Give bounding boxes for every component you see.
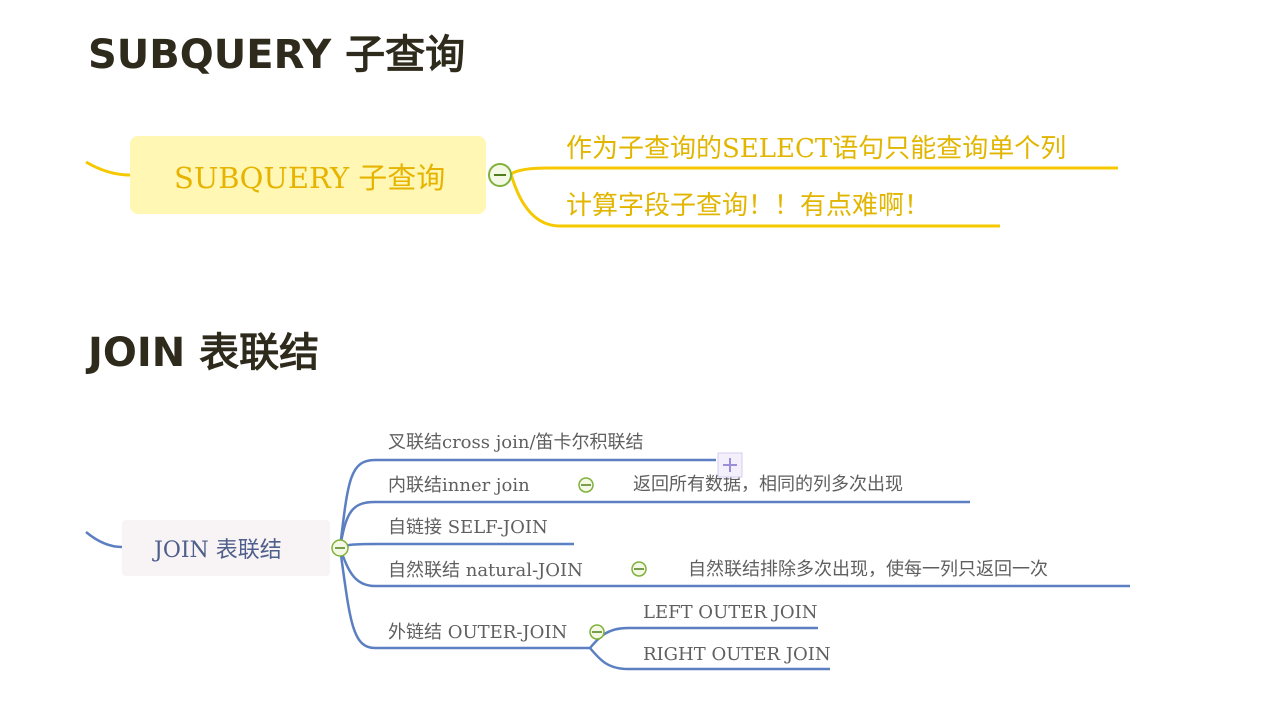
- join-branch-natural-label[interactable]: 自然联结 natural-JOIN: [388, 560, 583, 581]
- join-root-label: JOIN 表联结: [152, 538, 282, 563]
- subquery-mind-map: SUBQUERY 子查询 作为子查询的SELECT语句只能查询单个列 计算字段子…: [85, 134, 1118, 228]
- join-branch-line-inner: [338, 500, 970, 549]
- join-branch-outer-right-label[interactable]: RIGHT OUTER JOIN: [643, 644, 831, 665]
- join-root-collapse-icon[interactable]: [331, 539, 349, 557]
- join-branch-outer-label[interactable]: 外链结 OUTER-JOIN: [388, 622, 567, 643]
- join-section-title: JOIN 表联结: [88, 330, 320, 376]
- join-branch-line-self: [339, 542, 574, 550]
- join-mind-map: JOIN 表联结 叉联结cross join/笛卡尔积联结 内联结inner j…: [85, 432, 1130, 671]
- subquery-branch-2-label[interactable]: 计算字段子查询！！有点难啊！: [566, 191, 930, 221]
- join-inner-collapse-icon[interactable]: [578, 477, 594, 493]
- join-branch-inner-label[interactable]: 内联结inner join: [388, 475, 530, 496]
- join-branch-self-label[interactable]: 自链接 SELF-JOIN: [388, 517, 548, 538]
- join-outer-collapse-icon[interactable]: [589, 624, 605, 640]
- subquery-branch-line-2: [509, 173, 1000, 228]
- join-branch-outer-left-label[interactable]: LEFT OUTER JOIN: [643, 602, 818, 623]
- subquery-branch-line-1: [510, 166, 1118, 176]
- subquery-section-title: SUBQUERY 子查询: [88, 32, 466, 78]
- join-branch-line-cross: [338, 458, 716, 549]
- subquery-root-node[interactable]: SUBQUERY 子查询: [130, 136, 486, 214]
- join-branch-line-outer: [338, 547, 590, 650]
- join-branch-line-outer-left: [589, 626, 818, 649]
- subquery-branch-1-label[interactable]: 作为子查询的SELECT语句只能查询单个列: [566, 134, 1066, 164]
- join-branch-natural-child-label[interactable]: 自然联结排除多次出现，使每一列只返回一次: [688, 559, 1048, 580]
- join-root-node[interactable]: JOIN 表联结: [122, 520, 330, 576]
- join-branch-line-outer-right: [589, 647, 830, 671]
- join-branch-cross-label[interactable]: 叉联结cross join/笛卡尔积联结: [388, 432, 644, 453]
- join-root-box: [122, 520, 330, 576]
- join-branch-inner-child-label[interactable]: 返回所有数据，相同的列多次出现: [633, 474, 903, 495]
- subquery-root-box: [130, 136, 486, 214]
- join-natural-collapse-icon[interactable]: [631, 561, 647, 577]
- subquery-collapse-icon[interactable]: [488, 163, 512, 187]
- join-incoming-connector: [85, 531, 123, 549]
- plus-icon[interactable]: [717, 452, 743, 478]
- subquery-incoming-connector: [85, 160, 131, 177]
- subquery-root-label: SUBQUERY 子查询: [174, 161, 445, 195]
